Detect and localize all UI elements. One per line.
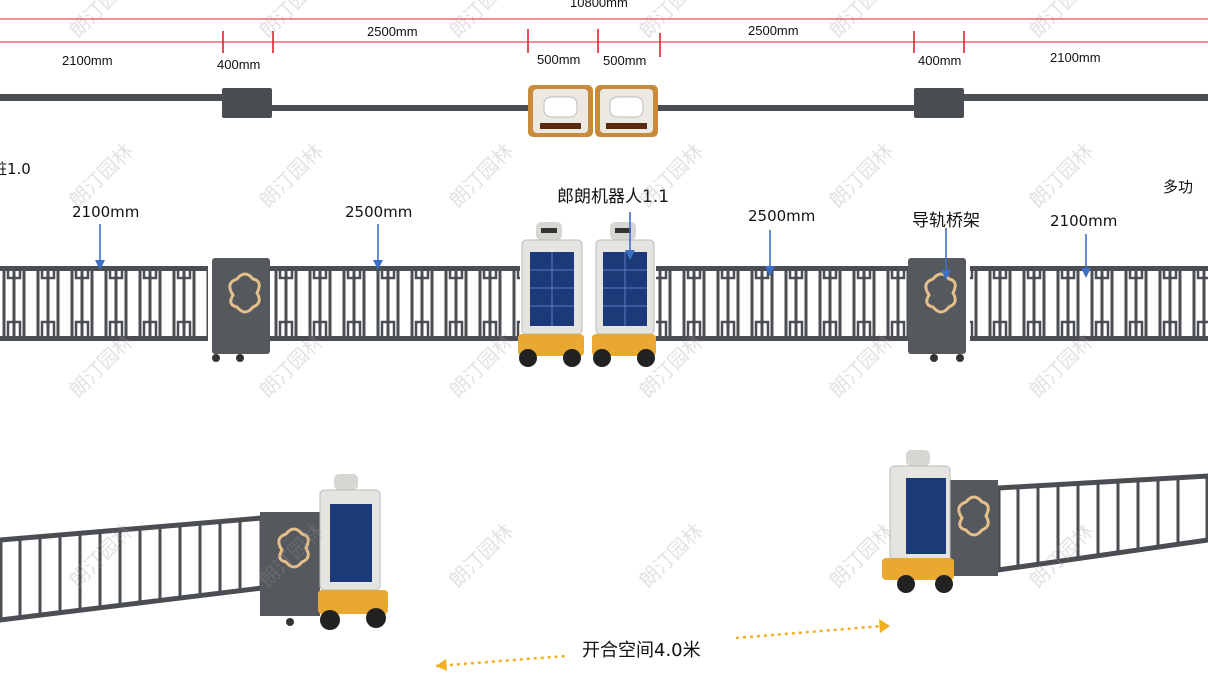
bridge-cabinet-right [908, 258, 966, 362]
robot-left [518, 222, 584, 367]
plan-bridge-box-right [914, 88, 964, 118]
top-plan-view [0, 18, 1208, 137]
fence-panel-left [0, 266, 208, 341]
segment-label-4: 500mm [537, 52, 581, 67]
left-cut-label: 桩1.0 [0, 160, 31, 178]
fence-panel-mid-right [656, 266, 908, 341]
robot-label: 郎朗机器人1.1 [557, 187, 670, 207]
panel-length-label-1: 2100mm [72, 203, 140, 221]
segment-label-6: 2500mm [748, 23, 799, 38]
segment-label-1: 2100mm [62, 53, 113, 68]
panel-length-label-4: 2100mm [1050, 212, 1118, 230]
right-cut-label: 多功 [1163, 178, 1194, 196]
dimension-ticks [222, 29, 965, 57]
perspective-view [0, 450, 1208, 671]
opening-arrows [435, 624, 883, 668]
opening-space-label: 开合空间4.0米 [582, 640, 701, 661]
panel-length-label-2: 2500mm [345, 203, 413, 221]
bridge-label: 导轨桥架 [912, 211, 980, 231]
pointer-arrows [95, 212, 1091, 280]
segment-label-3: 2500mm [367, 24, 418, 39]
plan-robot-left [528, 85, 593, 137]
opening-arrowhead-right [879, 619, 890, 633]
plan-bridge-box-left [222, 88, 272, 118]
segment-label-8: 2100mm [1050, 50, 1101, 65]
bridge-cabinet-left [212, 258, 270, 362]
fence-panel-mid-left [270, 266, 520, 341]
plan-rail-mid-left [272, 105, 528, 111]
plan-rail-mid-right [656, 105, 916, 111]
panel-length-label-3: 2500mm [748, 207, 816, 225]
perspective-gate-left [0, 512, 320, 626]
elevation-view [0, 212, 1208, 367]
overall-length-label: 10800mm [570, 0, 628, 10]
perspective-robot-right [882, 450, 954, 593]
segment-label-7: 400mm [918, 53, 962, 68]
perspective-gate-right [950, 473, 1208, 576]
plan-robot-right [595, 85, 658, 137]
plan-rail-right [964, 94, 1208, 101]
plan-rail-left [0, 94, 222, 101]
robot-right [592, 222, 656, 367]
segment-label-5: 500mm [603, 53, 647, 68]
perspective-robot-left [318, 474, 388, 630]
fence-panel-right [970, 266, 1208, 341]
segment-label-2: 400mm [217, 57, 261, 72]
opening-arrowhead-left [436, 659, 447, 671]
